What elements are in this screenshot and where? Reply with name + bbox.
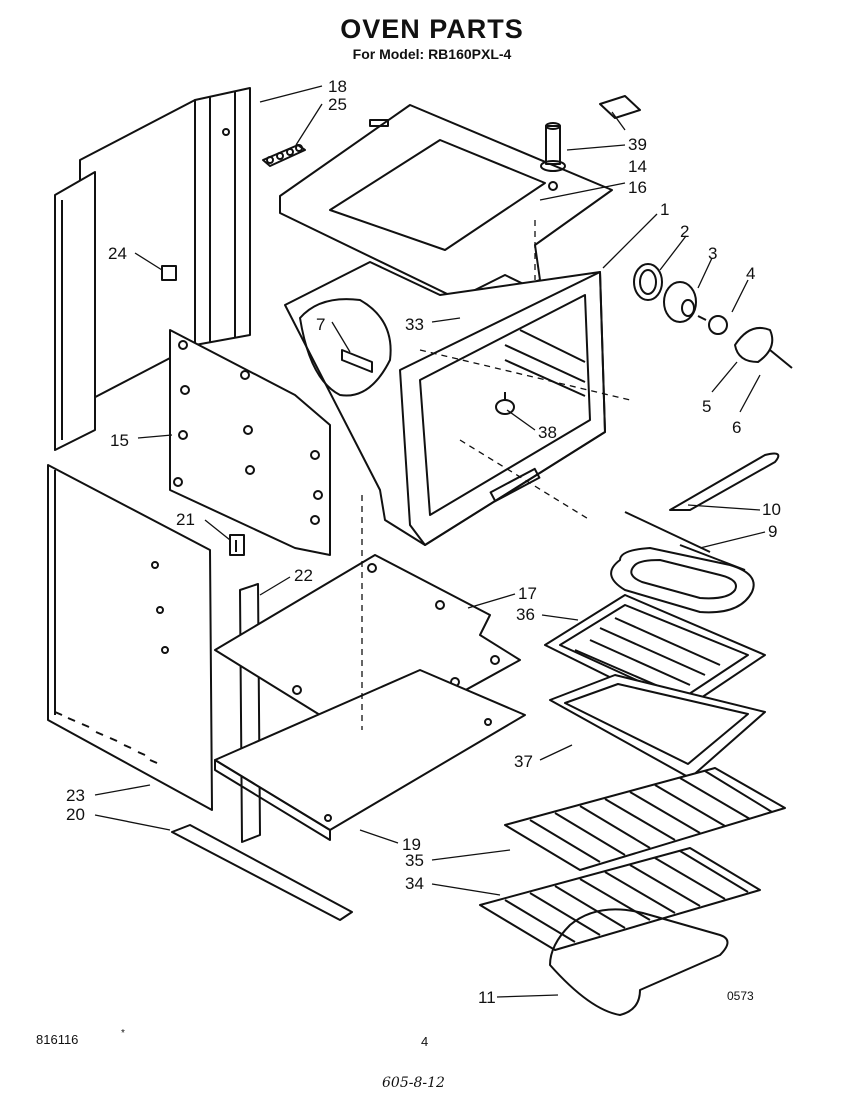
label-plate xyxy=(599,95,641,119)
part-label-39: 39 xyxy=(628,135,647,154)
part-label-34: 34 xyxy=(405,874,424,893)
page-number: 4 xyxy=(421,1034,429,1049)
thermostat-bulb xyxy=(540,122,566,191)
part-label-6: 6 xyxy=(732,418,741,437)
page-title: OVEN PARTS xyxy=(340,14,524,44)
part-label-4: 4 xyxy=(746,264,755,283)
oven-rack-upper xyxy=(504,767,786,871)
part-label-2: 2 xyxy=(680,222,689,241)
rear-channel xyxy=(194,87,251,346)
part-label-21: 21 xyxy=(176,510,195,529)
part-label-5: 5 xyxy=(702,397,711,416)
part-label-3: 3 xyxy=(708,244,717,263)
bake-element xyxy=(549,908,729,1016)
bottom-trim xyxy=(171,824,353,921)
part-label-19: 19 xyxy=(402,835,421,854)
panel-clip xyxy=(229,534,245,556)
part-label-11: 11 xyxy=(478,988,496,1007)
part-label-9: 9 xyxy=(768,522,777,541)
outer-side-panel xyxy=(47,464,213,811)
part-label-33: 33 xyxy=(405,315,424,334)
light-switch xyxy=(495,392,515,415)
part-label-37: 37 xyxy=(514,752,533,771)
part-label-15: 15 xyxy=(110,431,129,450)
model-subtitle: For Model: RB160PXL-4 xyxy=(352,46,512,62)
part-label-10: 10 xyxy=(762,500,781,519)
side-panel xyxy=(169,329,331,556)
oven-cavity xyxy=(284,261,606,546)
broil-pan xyxy=(549,674,766,779)
part-label-7: 7 xyxy=(316,315,325,334)
part-label-18: 18 xyxy=(328,77,347,96)
top-panel xyxy=(279,104,613,306)
vertical-strip xyxy=(239,583,261,843)
part-label-16: 16 xyxy=(628,178,647,197)
part-label-24: 24 xyxy=(108,244,127,263)
part-label-23: 23 xyxy=(66,786,85,805)
part-label-17: 17 xyxy=(518,584,537,603)
drawing-code: 0573 xyxy=(727,989,754,1003)
handwritten-reference: 605-8-12 xyxy=(382,1075,445,1091)
broil-element xyxy=(610,452,780,614)
part-label-1: 1 xyxy=(660,200,669,219)
part-label-14: 14 xyxy=(628,157,647,176)
part-label-35: 35 xyxy=(405,851,424,870)
part-label-20: 20 xyxy=(66,805,85,824)
part-label-36: 36 xyxy=(516,605,535,624)
light-assembly xyxy=(633,263,793,369)
part-label-38: 38 xyxy=(538,423,557,442)
part-label-25: 25 xyxy=(328,95,347,114)
part-label-22: 22 xyxy=(294,566,313,585)
doc-number: 816116 xyxy=(36,1032,79,1047)
bottom-pan xyxy=(214,669,526,841)
oven-rack-lower xyxy=(479,847,761,951)
terminal-block xyxy=(262,144,306,167)
doc-mark: * xyxy=(121,1028,125,1039)
